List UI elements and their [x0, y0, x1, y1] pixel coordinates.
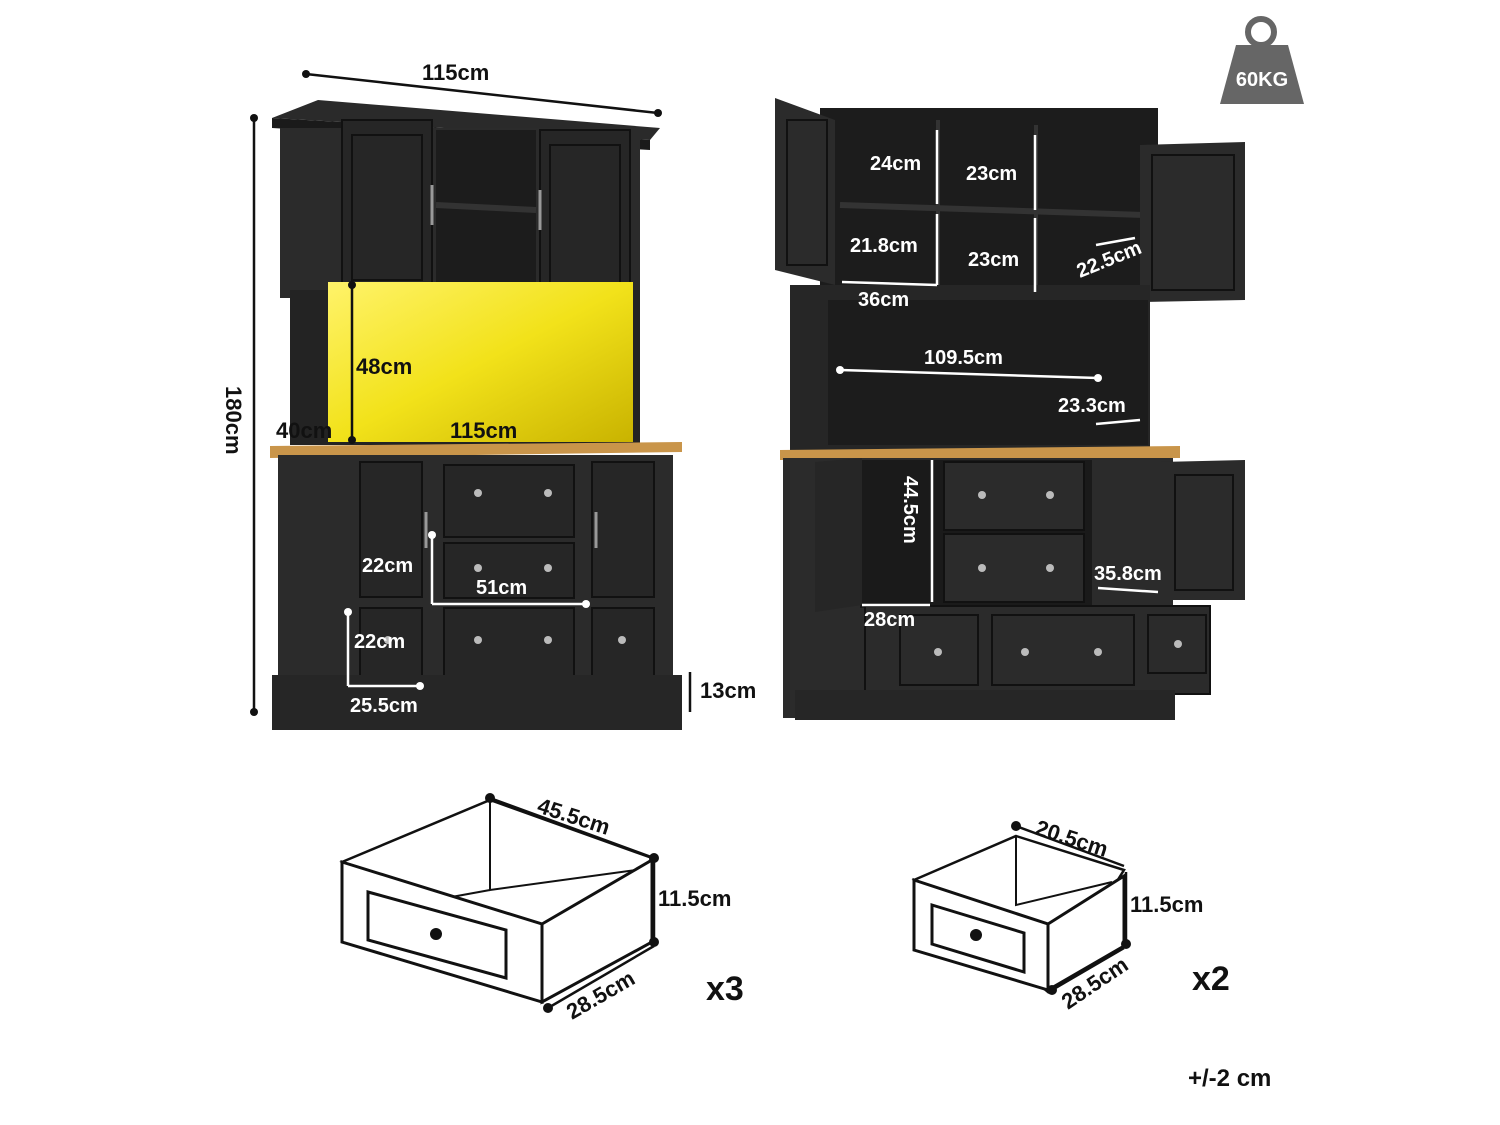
label-upper-shelf-h4: 23cm — [968, 249, 1019, 271]
label-drawer-height-upper: 22cm — [362, 555, 413, 577]
label-width-top: 115cm — [422, 60, 489, 85]
label-depth: 40cm — [276, 418, 332, 443]
label-large-count: x3 — [706, 970, 744, 1008]
label-height-total: 180cm — [221, 386, 246, 455]
label-lower-cabinet-height: 44.5cm — [899, 476, 921, 544]
label-lower-cabinet-width: 28cm — [864, 609, 915, 631]
label-niche-width: 109.5cm — [924, 347, 1003, 369]
label-drawer-width: 51cm — [476, 577, 527, 599]
label-upper-shelf-width: 36cm — [858, 289, 909, 311]
label-drawer-height-lower: 22cm — [354, 631, 405, 653]
weight-icon: 60KG — [1220, 16, 1304, 104]
label-upper-shelf-h3: 21.8cm — [850, 235, 918, 257]
front-view-labels: 115cm 180cm 48cm 40cm 115cm 22cm 51cm 22… — [221, 60, 756, 717]
label-counter-width: 115cm — [450, 418, 517, 443]
front-view-dimensions — [250, 70, 692, 716]
weight-label: 60KG — [1236, 69, 1288, 91]
label-small-height: 11.5cm — [1130, 892, 1203, 917]
front-view-cabinet — [270, 100, 682, 730]
open-view-cabinet — [775, 98, 1245, 720]
label-large-height: 11.5cm — [658, 886, 731, 911]
drawer-small-diagram — [911, 821, 1131, 995]
label-side-drawer-width: 25.5cm — [350, 695, 418, 717]
label-base-height: 13cm — [700, 678, 756, 703]
label-upper-shelf-h2: 23cm — [966, 163, 1017, 185]
label-niche-height: 48cm — [356, 354, 412, 379]
label-upper-shelf-h1: 24cm — [870, 153, 921, 175]
open-view-labels: 24cm 23cm 21.8cm 23cm 22.5cm 36cm 109.5c… — [850, 153, 1162, 631]
tolerance-note: +/-2 cm — [1188, 1065, 1271, 1092]
label-lower-cabinet-depth: 35.8cm — [1094, 563, 1162, 585]
label-small-count: x2 — [1192, 960, 1230, 998]
open-view-dimensions — [836, 130, 1159, 607]
label-niche-depth: 23.3cm — [1058, 395, 1126, 417]
drawer-large-diagram — [339, 793, 659, 1013]
